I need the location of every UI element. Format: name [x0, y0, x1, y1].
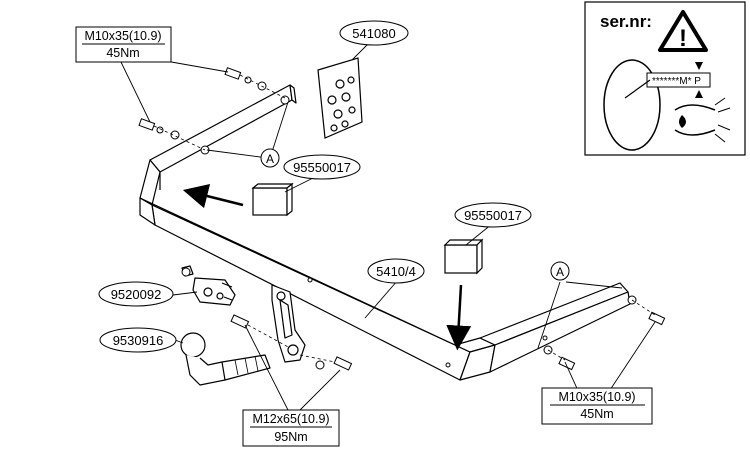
part-number-main-bar: 5410/4 — [376, 264, 416, 279]
pointer-up-icon — [695, 90, 703, 98]
label-bubble-sticker-left — [283, 154, 361, 180]
marker-a-right — [550, 261, 570, 281]
marker-a-left-text: A — [266, 152, 274, 166]
sticker-right — [443, 238, 484, 275]
warning-glyph: ! — [679, 25, 687, 52]
leader-line — [624, 79, 651, 99]
sticker-left — [251, 182, 294, 217]
serial-number-box: ser.nr: ! *******M* P — [584, 1, 746, 156]
spec-box-bottom-center: M12x65(10.9) 95Nm — [242, 409, 340, 447]
spec-top-left-size: M10x35(10.9) — [84, 29, 161, 43]
pointer-down-icon — [695, 62, 703, 70]
serial-title: ser.nr: — [600, 12, 652, 31]
spec-bottom-right-size: M10x35(10.9) — [558, 390, 635, 404]
label-bubble-bolt-kit — [339, 20, 409, 46]
arrow-down — [446, 284, 472, 351]
spec-bottom-right-torque: 45Nm — [580, 407, 613, 421]
part-number-bolt-kit: 541080 — [352, 26, 395, 41]
part-number-ball: 9530916 — [113, 333, 164, 348]
towbar-main-beam — [139, 84, 631, 381]
label-bubble-main-bar — [367, 258, 425, 284]
beam-holes — [307, 277, 548, 368]
spec-box-top-left: M10x35(10.9) 45Nm — [75, 26, 172, 63]
bolt-kit-bag — [317, 57, 363, 139]
tow-ball — [180, 332, 271, 386]
spec-box-bottom-right: M10x35(10.9) 45Nm — [541, 387, 653, 425]
label-bubble-sticker-right — [454, 202, 532, 228]
serial-plate — [646, 72, 711, 88]
alignment-lines — [153, 74, 656, 363]
spec-bottom-center-size: M12x65(10.9) — [252, 412, 329, 426]
spec-bottom-center-torque: 95Nm — [274, 430, 307, 444]
spec-top-left-torque: 45Nm — [106, 46, 139, 60]
eye-icon — [674, 97, 731, 143]
part-number-sticker-right: 95550017 — [464, 208, 522, 223]
part-number-sticker-left: 95550017 — [293, 160, 351, 175]
marker-a-left — [260, 148, 280, 168]
serial-plate-code: *******M* P — [652, 76, 701, 87]
bolts — [138, 67, 666, 371]
marker-a-right-text: A — [556, 265, 564, 279]
part-number-socket-plate: 9520092 — [111, 287, 162, 302]
arrow-left — [182, 183, 244, 209]
label-bubble-ball — [99, 327, 177, 353]
warning-triangle-icon: ! — [658, 10, 708, 52]
label-bubble-socket-plate — [98, 281, 174, 307]
